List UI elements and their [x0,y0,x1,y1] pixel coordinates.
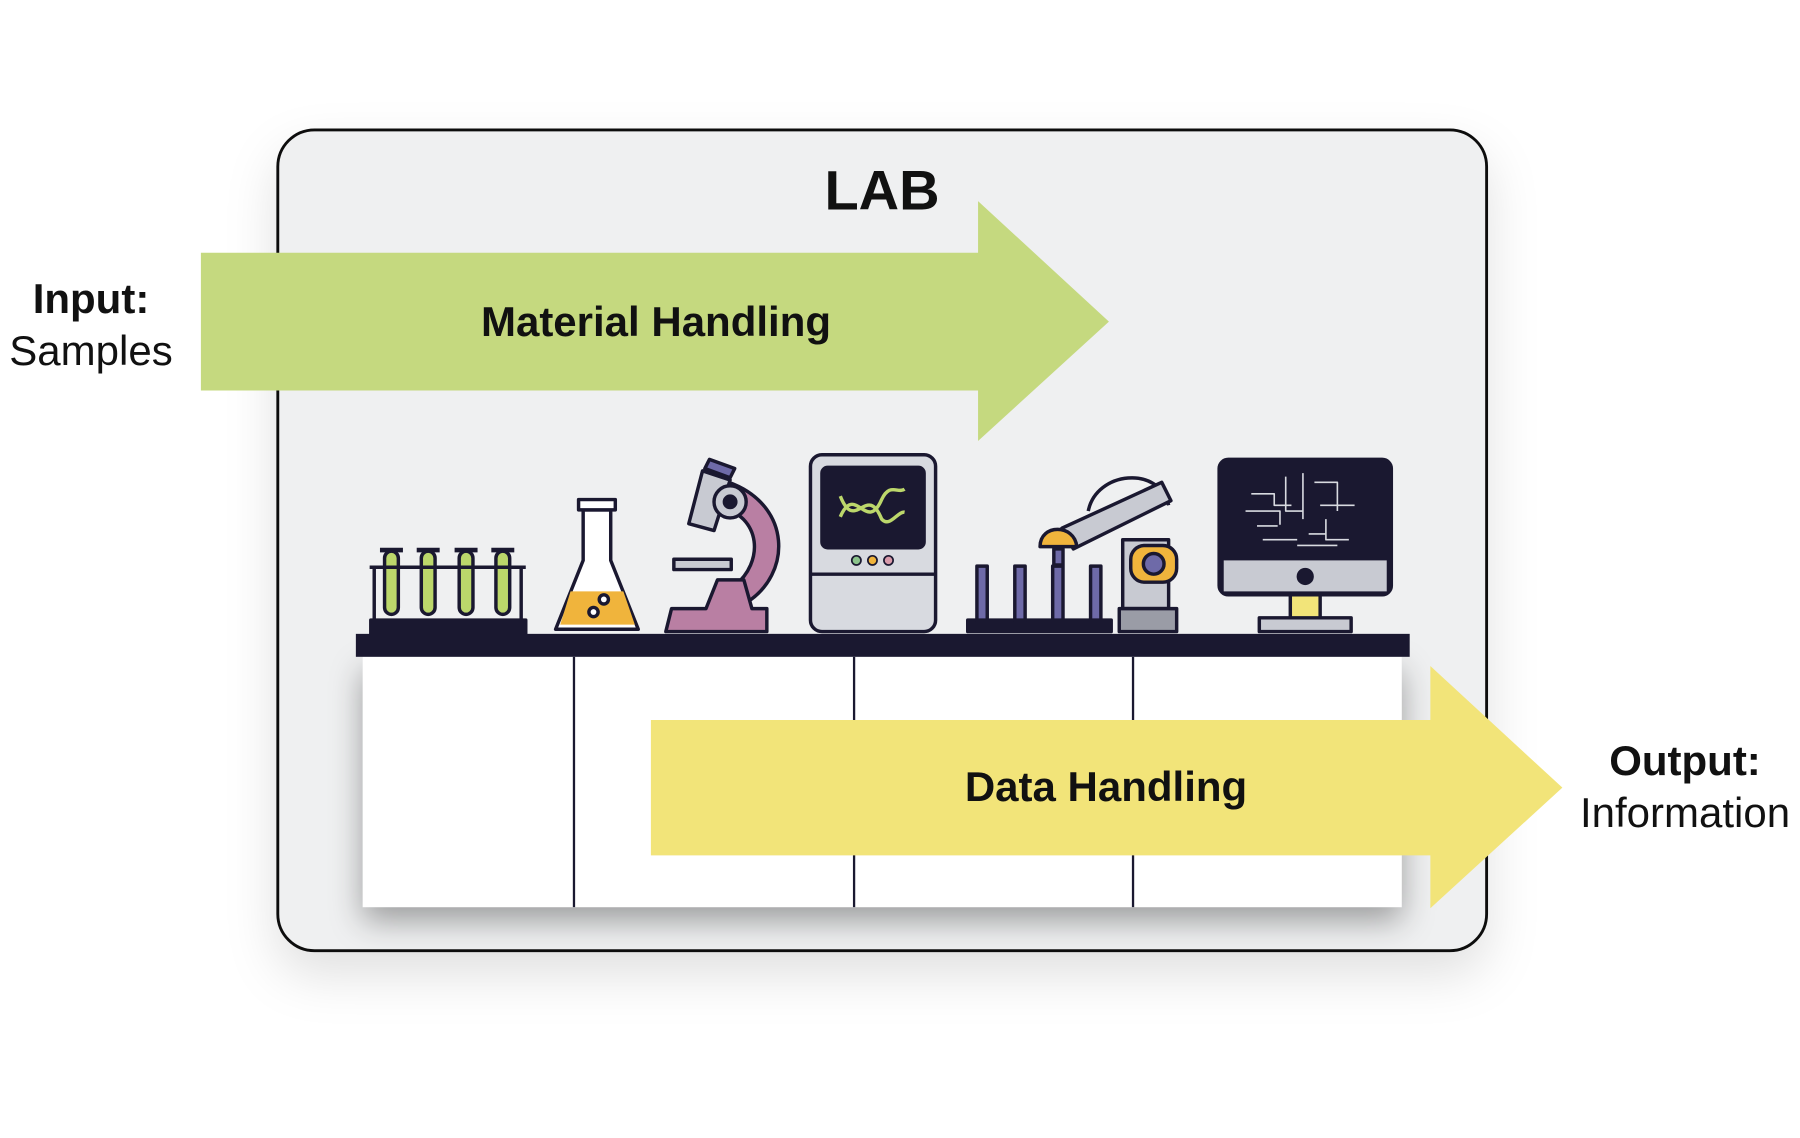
ai-computer-icon [1217,457,1394,634]
input-value: Samples [9,327,173,374]
output-value: Information [1579,789,1791,836]
microscope-icon [664,457,781,634]
output-label: Output: [1609,737,1761,784]
test-tube-rack-icon [369,547,528,636]
data-handling-arrow [650,666,1563,909]
material-handling-arrow [200,201,1109,442]
flask-icon [553,497,640,631]
dna-sequencer-icon [808,453,938,634]
lab-title: LAB [824,158,940,222]
brain-circuit-icon [1245,473,1355,547]
input-label: Input: [32,275,150,322]
robotic-arm-icon [1038,476,1179,634]
data-handling-label: Data Handling [964,763,1248,810]
material-handling-label: Material Handling [480,298,832,345]
